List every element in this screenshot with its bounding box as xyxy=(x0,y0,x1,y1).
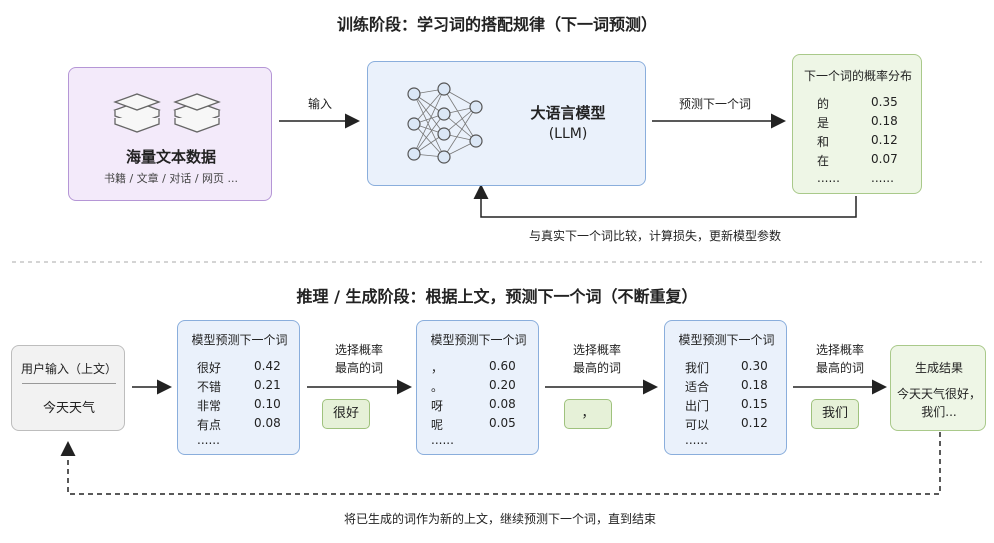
candidate-word: 出门 xyxy=(685,399,710,413)
dist-prob: 0.35 xyxy=(871,95,898,109)
select-label: 最高的词 xyxy=(815,361,864,375)
generation-result-box: 生成结果 今天天气很好， 我们... xyxy=(890,345,986,431)
candidate-word: 适合 xyxy=(685,380,710,394)
llm-name: 大语言模型 xyxy=(530,104,606,122)
candidate-word: ...... xyxy=(197,433,220,447)
candidate-prob: 0.08 xyxy=(254,416,281,430)
select-label: 选择概率 xyxy=(572,343,621,357)
prediction-title: 模型预测下一个词 xyxy=(430,333,527,347)
select-label: 选择概率 xyxy=(334,343,383,357)
candidate-prob: 0.42 xyxy=(254,359,281,373)
candidate-prob: 0.30 xyxy=(741,359,768,373)
result-title: 生成结果 xyxy=(914,361,963,375)
probability-distribution-box: 下一个词的概率分布 的 0.35 是 0.18 和 0.12 在 0.07 ..… xyxy=(792,54,922,194)
prediction-box: 模型预测下一个词 很好 0.42 不错 0.21 非常 0.10 有点 0.08… xyxy=(177,320,300,455)
candidate-prob: 0.05 xyxy=(489,416,516,430)
candidate-prob: 0.60 xyxy=(489,359,516,373)
distribution-title: 下一个词的概率分布 xyxy=(803,69,912,83)
candidate-prob: 0.15 xyxy=(741,397,768,411)
books-icon xyxy=(113,93,221,133)
training-title: 训练阶段：学习词的搭配规律（下一词预测） xyxy=(336,15,657,34)
select-label: 最高的词 xyxy=(572,361,621,375)
data-source-title: 海量文本数据 xyxy=(125,148,216,166)
dist-word: 在 xyxy=(817,154,830,168)
input-label: 输入 xyxy=(307,97,332,111)
dist-word: ...... xyxy=(817,171,840,185)
user-input-box: 用户输入（上文） 今天天气 xyxy=(11,345,125,431)
candidate-prob: 0.18 xyxy=(741,378,768,392)
candidate-prob: 0.12 xyxy=(741,416,768,430)
dist-word: 是 xyxy=(817,116,830,130)
candidate-word: 呢 xyxy=(431,418,444,432)
candidate-word: ...... xyxy=(431,433,454,447)
feedback-arrow xyxy=(473,184,857,218)
dist-word: 的 xyxy=(817,97,830,111)
result-line: 今天天气很好， xyxy=(896,387,981,401)
loop-label: 将已生成的词作为新的上文，继续预测下一个词，直到结束 xyxy=(343,512,656,526)
candidate-word: 有点 xyxy=(197,418,222,432)
candidate-prob: 0.10 xyxy=(254,397,281,411)
loop-arrow xyxy=(60,432,941,495)
data-source-subtitle: 书籍 / 文章 / 对话 / 网页 ... xyxy=(103,172,239,185)
candidate-word: 呀 xyxy=(431,399,444,413)
dist-prob: ...... xyxy=(871,171,894,185)
candidate-word: 非常 xyxy=(197,399,222,413)
selected-word-chip: 我们 xyxy=(811,399,859,429)
candidate-word: 很好 xyxy=(197,361,222,375)
prediction-title: 模型预测下一个词 xyxy=(678,333,775,347)
dist-prob: 0.12 xyxy=(871,133,898,147)
llm-abbr: (LLM) xyxy=(548,126,588,142)
candidate-word: 可以 xyxy=(685,418,710,432)
user-input-title: 用户输入（上文） xyxy=(20,362,117,376)
neural-network-icon xyxy=(407,82,483,164)
result-line: 我们... xyxy=(921,405,957,419)
prediction-box: 模型预测下一个词 ， 0.60 。 0.20 呀 0.08 呢 0.05 ...… xyxy=(416,320,539,455)
llm-box: 大语言模型 (LLM) xyxy=(367,61,646,186)
candidate-word: 不错 xyxy=(197,380,222,394)
selected-word-chip: 很好 xyxy=(322,399,370,429)
select-label: 最高的词 xyxy=(334,361,383,375)
prediction-box: 模型预测下一个词 我们 0.30 适合 0.18 出门 0.15 可以 0.12… xyxy=(664,320,787,455)
user-input-text: 今天天气 xyxy=(42,401,95,416)
candidate-prob: 0.20 xyxy=(489,378,516,392)
candidate-word: 我们 xyxy=(685,361,710,375)
predict-next-label: 预测下一个词 xyxy=(678,97,751,111)
candidate-prob: 0.21 xyxy=(254,378,281,392)
prediction-title: 模型预测下一个词 xyxy=(191,333,288,347)
inference-title: 推理 / 生成阶段：根据上文，预测下一个词（不断重复） xyxy=(296,287,698,306)
candidate-word: ...... xyxy=(685,433,708,447)
select-label: 选择概率 xyxy=(815,343,864,357)
dist-word: 和 xyxy=(817,135,830,149)
feedback-label: 与真实下一个词比较，计算损失，更新模型参数 xyxy=(528,229,781,243)
candidate-word: ， xyxy=(431,361,444,375)
dist-prob: 0.07 xyxy=(871,152,898,166)
data-source-box: 海量文本数据 书籍 / 文章 / 对话 / 网页 ... xyxy=(68,67,272,201)
dist-prob: 0.18 xyxy=(871,114,898,128)
candidate-prob: 0.08 xyxy=(489,397,516,411)
selected-word-chip: ， xyxy=(564,399,612,429)
candidate-word: 。 xyxy=(431,380,444,394)
user-input-divider xyxy=(22,383,116,384)
